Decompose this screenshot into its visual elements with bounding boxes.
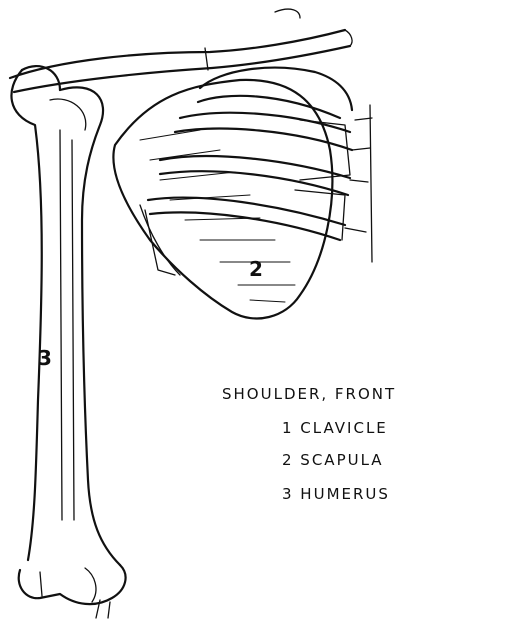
legend-item-scapula: 2 SCAPULA	[282, 451, 384, 469]
legend-item-humerus: 3 HUMERUS	[282, 485, 390, 503]
label-number-2: 2	[249, 257, 263, 281]
figure-title: SHOULDER, FRONT	[222, 385, 396, 403]
clavicle-bone	[10, 9, 352, 92]
legend-item-clavicle: 1 CLAVICLE	[282, 419, 388, 437]
rib-cage	[148, 68, 372, 262]
humerus-bone	[11, 66, 125, 618]
label-number-3: 3	[38, 346, 52, 370]
